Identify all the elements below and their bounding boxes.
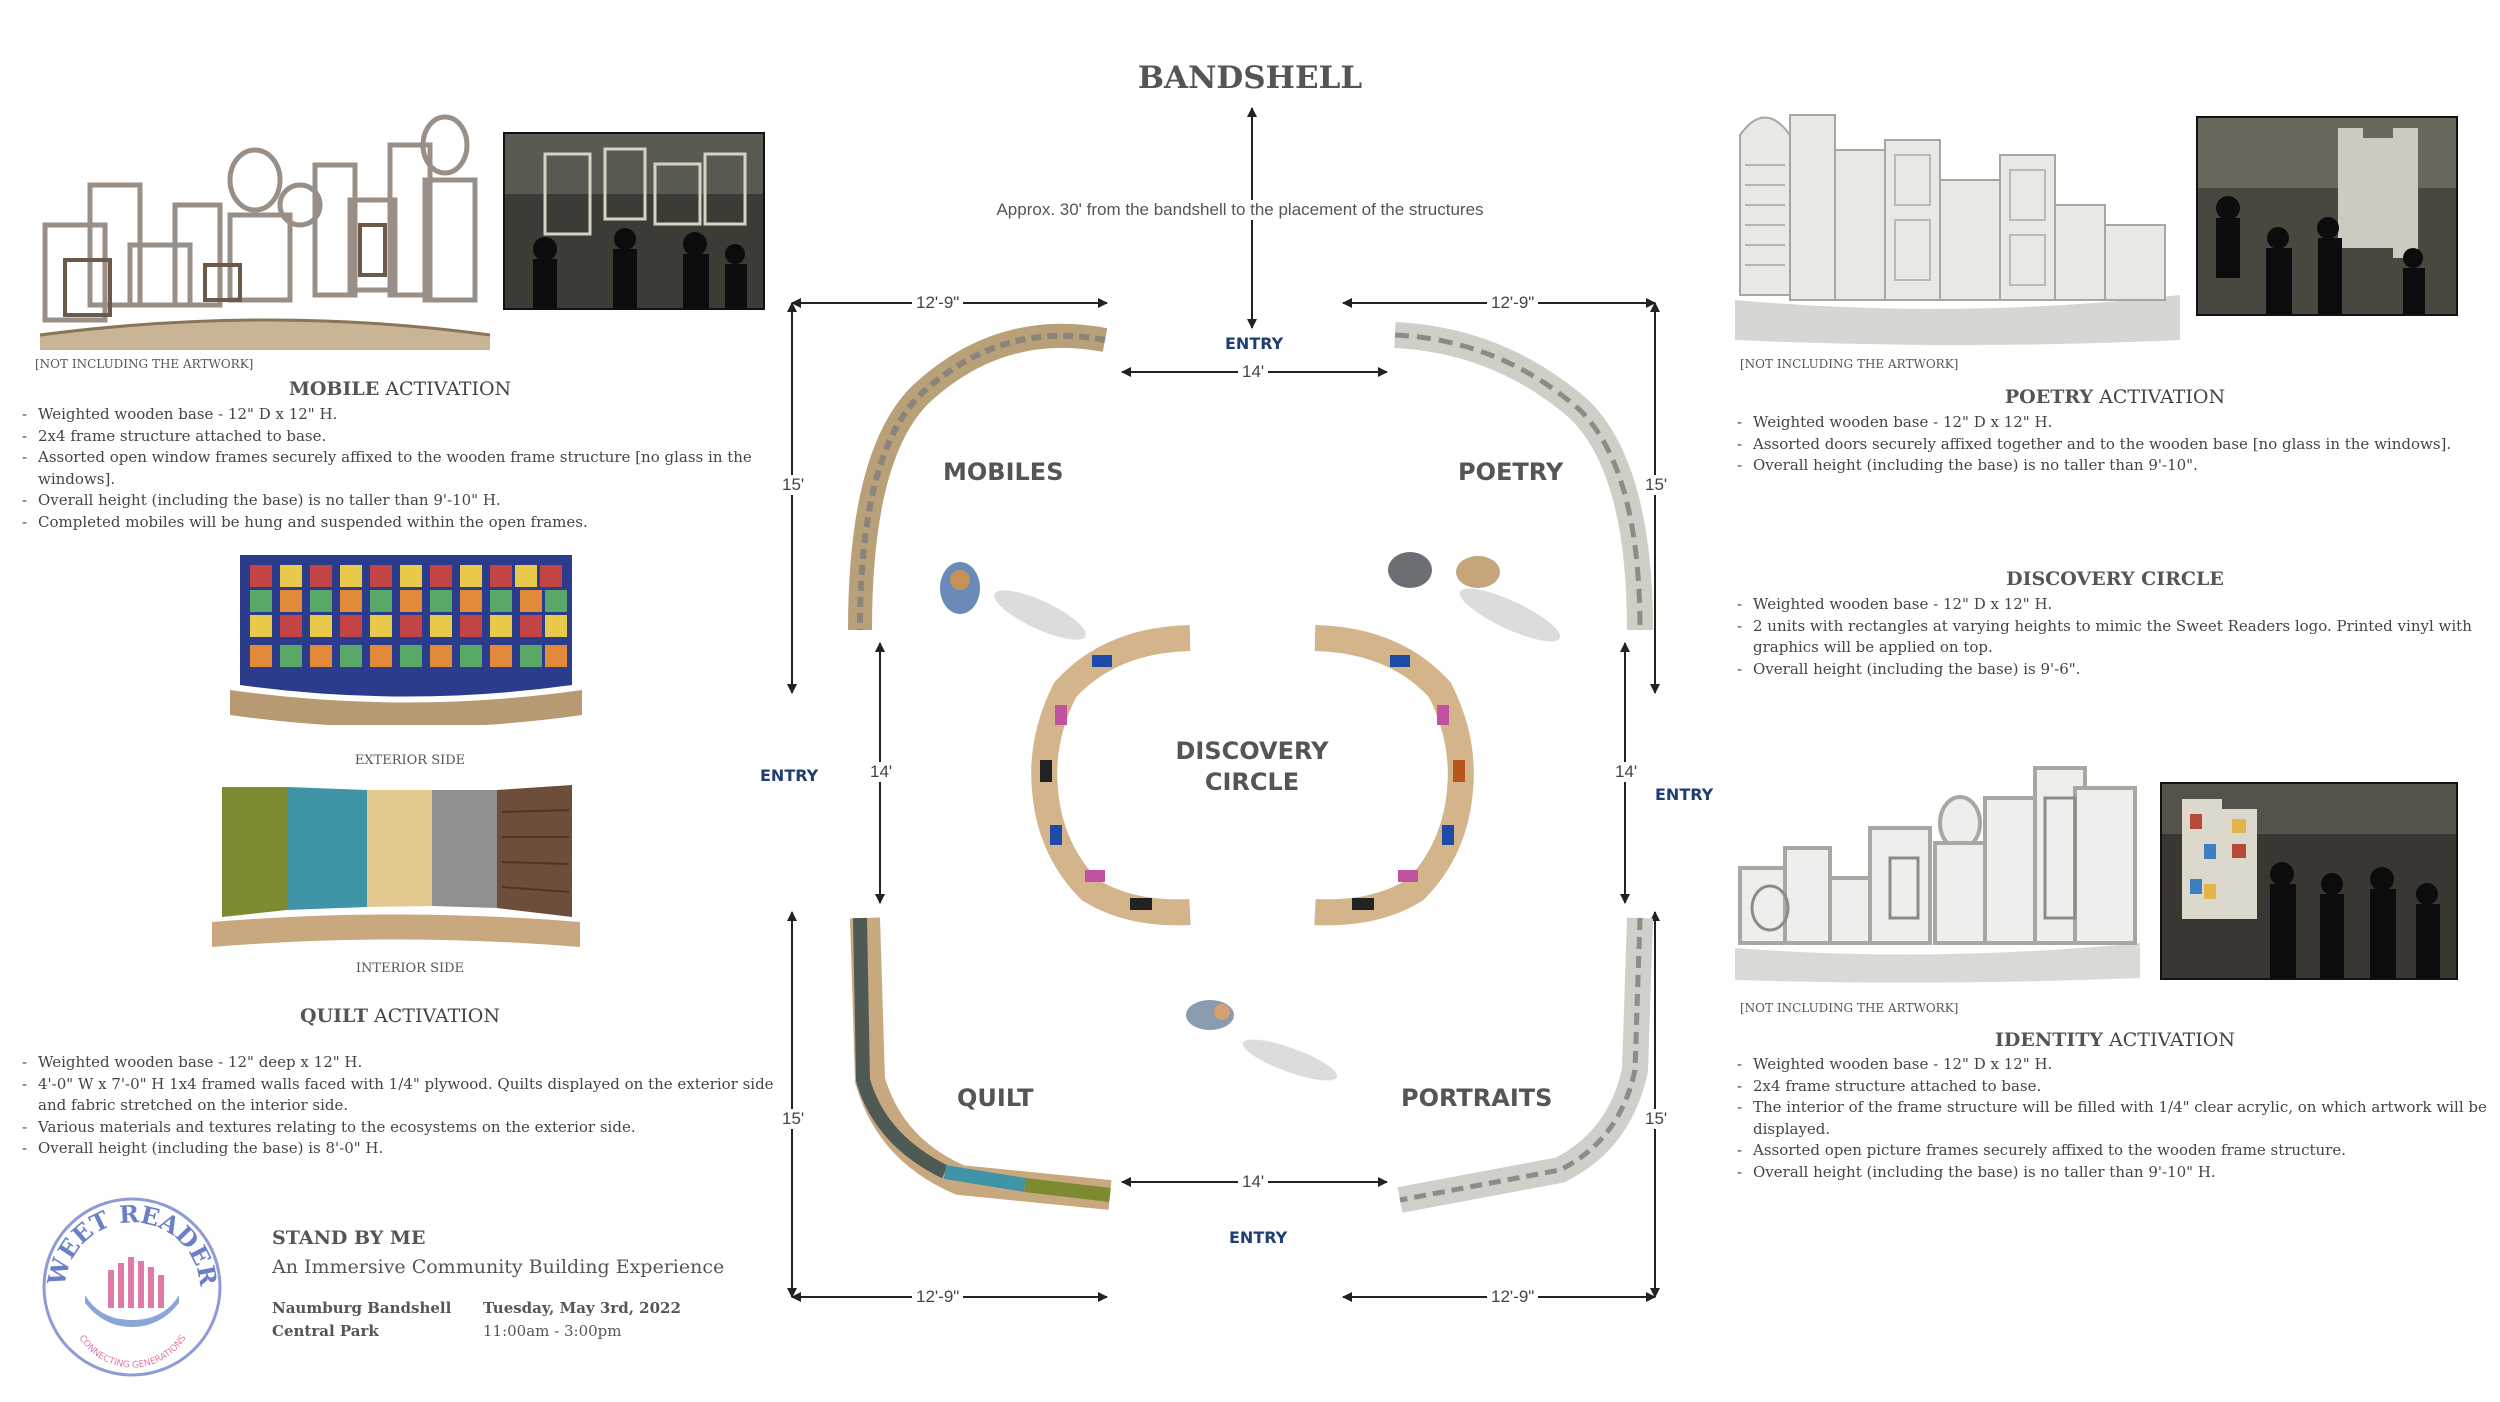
discovery-title-bold: DISCOVERY CIRCLE [2006, 568, 2224, 590]
quilt-interior-render [207, 782, 585, 952]
identity-structure-render [1730, 758, 2145, 983]
zone-label-discovery-line2: CIRCLE [1204, 768, 1300, 796]
list-item: Assorted doors securely affixed together… [1735, 434, 2495, 456]
list-item: 2x4 frame structure attached to base. [20, 426, 780, 448]
quilt-exterior-caption: EXTERIOR SIDE [354, 753, 466, 768]
list-item: Weighted wooden base - 12" D x 12" H. [20, 404, 780, 426]
mobile-title-bold: MOBILE [288, 378, 380, 400]
poetry-title-bold: POETRY [2004, 386, 2094, 408]
identity-spec-list: Weighted wooden base - 12" D x 12" H. 2x… [1735, 1054, 2495, 1183]
dim-bottom-right-width: 12'-9" [1487, 1287, 1539, 1307]
list-item: Weighted wooden base - 12" deep x 12" H. [20, 1052, 780, 1074]
event-venue-line1: Naumburg Bandshell [272, 1299, 452, 1317]
mobile-title-rest: ACTIVATION [379, 378, 512, 400]
dim-left-bottom-height: 15' [778, 1109, 809, 1129]
poetry-artwork-note: [NOT INCLUDING THE ARTWORK] [1740, 357, 1959, 371]
event-venue-line2: Central Park [272, 1322, 379, 1340]
list-item: The interior of the frame structure will… [1735, 1097, 2495, 1140]
dim-bottom-left-width: 12'-9" [912, 1287, 964, 1307]
dim-top-left-width: 12'-9" [912, 293, 964, 313]
quilt-title-bold: QUILT [300, 1005, 368, 1027]
list-item: Overall height (including the base) is 8… [20, 1138, 780, 1160]
poetry-activation-title: POETRY ACTIVATION [1915, 386, 2315, 408]
list-item: Overall height (including the base) is 9… [1735, 659, 2495, 681]
event-date: Tuesday, May 3rd, 2022 [483, 1299, 681, 1317]
list-item: Completed mobiles will be hung and suspe… [20, 512, 780, 534]
identity-activation-photo [2160, 782, 2458, 980]
discovery-spec-list: Weighted wooden base - 12" D x 12" H. 2 … [1735, 594, 2495, 680]
dim-right-bottom-height: 15' [1641, 1109, 1672, 1129]
dim-left-gap: 14' [866, 762, 897, 782]
list-item: Overall height (including the base) is n… [20, 490, 780, 512]
zone-label-discovery: DISCOVERY CIRCLE [1152, 736, 1352, 798]
quilt-title-rest: ACTIVATION [367, 1005, 500, 1027]
list-item: Weighted wooden base - 12" D x 12" H. [1735, 594, 2495, 616]
list-item: Overall height (including the base) is n… [1735, 1162, 2495, 1184]
mobile-artwork-note: [NOT INCLUDING THE ARTWORK] [35, 357, 254, 371]
list-item: Weighted wooden base - 12" D x 12" H. [1735, 412, 2495, 434]
event-title: STAND BY ME [272, 1227, 426, 1249]
list-item: Weighted wooden base - 12" D x 12" H. [1735, 1054, 2495, 1076]
list-item: 4'-0" W x 7'-0" H 1x4 framed walls faced… [20, 1074, 780, 1117]
identity-title-bold: IDENTITY [1995, 1029, 2103, 1051]
dim-top-right-width: 12'-9" [1487, 293, 1539, 313]
list-item: 2 units with rectangles at varying heigh… [1735, 616, 2495, 659]
zone-label-discovery-line1: DISCOVERY [1175, 737, 1329, 765]
identity-activation-title: IDENTITY ACTIVATION [1915, 1029, 2315, 1051]
dim-right-gap: 14' [1611, 762, 1642, 782]
event-subtitle: An Immersive Community Building Experien… [272, 1256, 725, 1278]
quilt-activation-title: QUILT ACTIVATION [200, 1005, 600, 1027]
zone-label-portraits: PORTRAITS [1401, 1084, 1553, 1112]
quilt-spec-list: Weighted wooden base - 12" deep x 12" H.… [20, 1052, 780, 1160]
entry-label-left: ENTRY [760, 766, 819, 785]
identity-title-rest: ACTIVATION [2102, 1029, 2235, 1051]
discovery-circle-title: DISCOVERY CIRCLE [1915, 568, 2315, 590]
list-item: Assorted open window frames securely aff… [20, 447, 780, 490]
list-item: Overall height (including the base) is n… [1735, 455, 2495, 477]
poetry-spec-list: Weighted wooden base - 12" D x 12" H. As… [1735, 412, 2495, 477]
mobile-activation-photo [503, 132, 765, 310]
quilt-interior-caption: INTERIOR SIDE [355, 961, 465, 976]
dim-bottom-gap: 14' [1238, 1172, 1269, 1192]
zone-label-mobiles: MOBILES [943, 458, 1064, 486]
dim-top-gap: 14' [1238, 362, 1269, 382]
event-time: 11:00am - 3:00pm [483, 1322, 622, 1340]
zone-label-quilt: QUILT [957, 1084, 1034, 1112]
dim-right-top-height: 15' [1641, 475, 1672, 495]
list-item: Various materials and textures relating … [20, 1117, 780, 1139]
list-item: Assorted open picture frames securely af… [1735, 1140, 2495, 1162]
mobile-structure-render [30, 105, 500, 350]
zone-label-poetry: POETRY [1458, 458, 1564, 486]
sweet-readers-logo: SWEET READERS CONNECTING GENERATIONS [31, 1172, 225, 1380]
mobile-spec-list: Weighted wooden base - 12" D x 12" H. 2x… [20, 404, 780, 533]
poetry-structure-render [1730, 95, 2185, 350]
site-plan-diagram [760, 0, 1740, 1398]
list-item: 2x4 frame structure attached to base. [1735, 1076, 2495, 1098]
bandshell-title: BANDSHELL [1137, 60, 1363, 96]
poetry-activation-photo [2196, 116, 2458, 316]
poetry-title-rest: ACTIVATION [2093, 386, 2226, 408]
dim-left-top-height: 15' [778, 475, 809, 495]
entry-label-right: ENTRY [1655, 785, 1714, 804]
quilt-exterior-render [225, 540, 587, 728]
bandshell-distance-note: Approx. 30' from the bandshell to the pl… [960, 200, 1520, 220]
mobile-activation-title: MOBILE ACTIVATION [200, 378, 600, 400]
entry-label-top: ENTRY [1225, 334, 1284, 353]
entry-label-bottom: ENTRY [1229, 1228, 1288, 1247]
identity-artwork-note: [NOT INCLUDING THE ARTWORK] [1740, 1001, 1959, 1015]
